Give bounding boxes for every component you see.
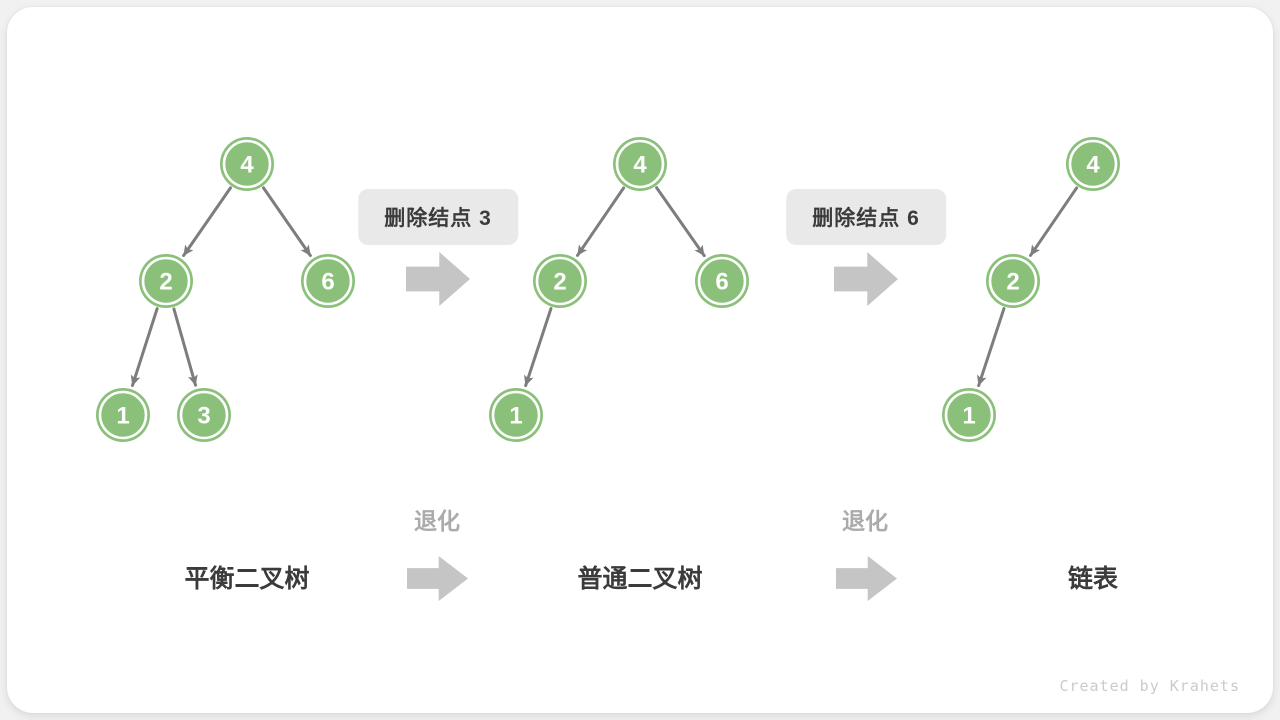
- tree-edge-4-6: [655, 186, 706, 258]
- tree-node-1: 1: [96, 388, 150, 442]
- credit-text: Created by Krahets: [1059, 677, 1240, 695]
- tree-node-value: 6: [321, 269, 334, 296]
- tree-node-1: 1: [489, 388, 543, 442]
- tree-node-value: 2: [1006, 269, 1019, 296]
- tree-edge-2-3: [172, 307, 198, 387]
- degrade-label: 退化: [414, 508, 460, 534]
- delete-node-3-badge: 删除结点 3: [358, 189, 518, 245]
- tree-node-value: 1: [116, 403, 129, 430]
- tree-edge-4-6: [262, 186, 312, 258]
- tree-node-4: 4: [1066, 137, 1120, 191]
- tree-node-value: 3: [197, 403, 210, 430]
- stage-label-linked-list: 链表: [1067, 565, 1119, 593]
- tree-balanced-binary-tree: 4 2 6 1 3: [96, 137, 355, 442]
- canvas-card: [7, 7, 1273, 713]
- tree-edge-2-1: [130, 307, 159, 387]
- tree-edge-4-2: [575, 186, 626, 257]
- tree-node-6: 6: [695, 254, 749, 308]
- tree-edge-4-2: [182, 186, 232, 258]
- tree-edge-2-1: [524, 307, 553, 388]
- tree-edge-4-2: [1028, 186, 1079, 257]
- tree-node-value: 4: [240, 152, 254, 179]
- tree-linked-list: 4 2 1: [942, 137, 1120, 442]
- stage-label-balanced-binary-tree: 平衡二叉树: [184, 565, 310, 593]
- tree-ordinary-binary-tree: 4 2 6 1: [489, 137, 749, 442]
- tree-node-value: 4: [1086, 152, 1100, 179]
- tree-node-value: 2: [553, 269, 566, 296]
- tree-node-value: 1: [962, 403, 975, 430]
- tree-node-value: 6: [715, 269, 728, 296]
- tree-node-6: 6: [301, 254, 355, 308]
- tree-node-3: 3: [177, 388, 231, 442]
- delete-node-6-badge: 删除结点 6: [786, 189, 946, 245]
- stage-label-ordinary-binary-tree: 普通二叉树: [577, 565, 703, 593]
- tree-node-2: 2: [986, 254, 1040, 308]
- tree-node-2: 2: [139, 254, 193, 308]
- tree-node-1: 1: [942, 388, 996, 442]
- tree-node-value: 1: [509, 403, 522, 430]
- tree-node-value: 2: [159, 269, 172, 296]
- tree-edge-2-1: [977, 307, 1006, 388]
- tree-node-value: 4: [633, 152, 647, 179]
- tree-node-4: 4: [220, 137, 274, 191]
- tree-node-2: 2: [533, 254, 587, 308]
- degrade-label: 退化: [842, 508, 888, 534]
- tree-node-4: 4: [613, 137, 667, 191]
